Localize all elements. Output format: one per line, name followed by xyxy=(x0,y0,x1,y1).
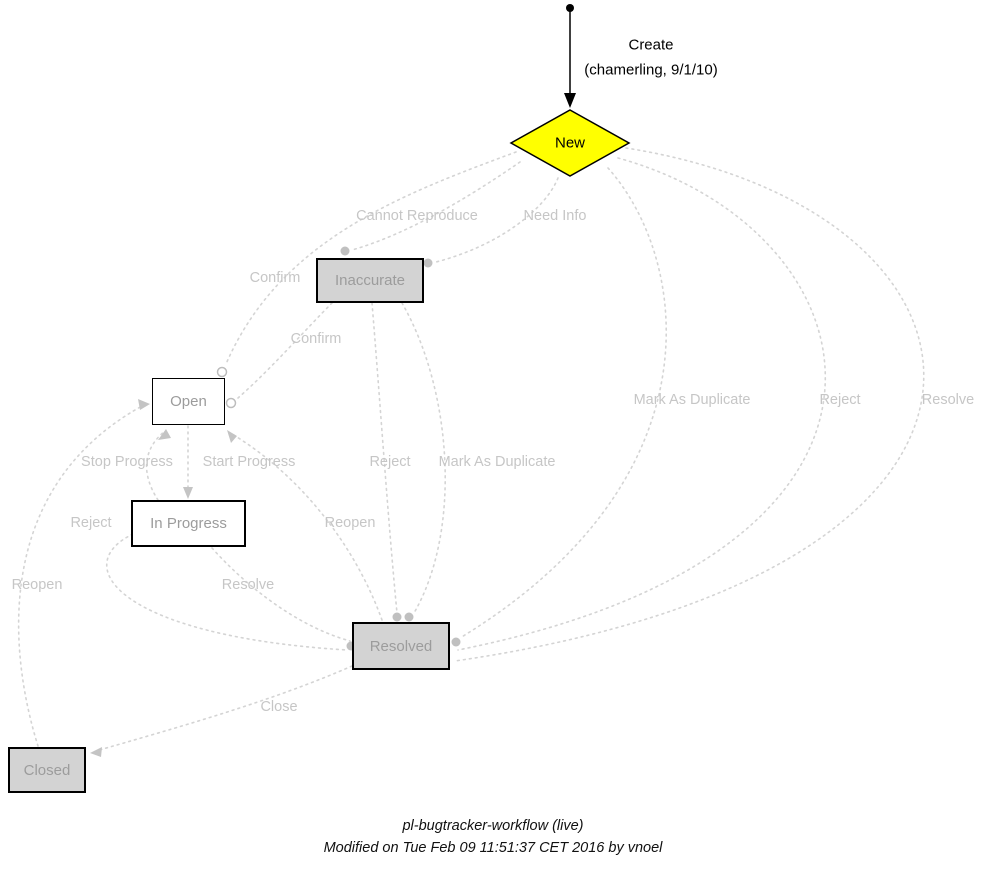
edge-label-reject-inaccurate: Reject xyxy=(369,454,411,470)
edge-label-cannot-reproduce: Cannot Reproduce xyxy=(356,208,478,224)
edge-label-confirm-new: Confirm xyxy=(249,270,301,286)
edge-label-create-author: (chamerling, 9/1/10) xyxy=(584,61,718,79)
edge-label-need-info: Need Info xyxy=(523,208,587,224)
diagram-modified-info: Modified on Tue Feb 09 11:51:37 CET 2016… xyxy=(323,840,663,856)
edge-label-start-progress: Start Progress xyxy=(202,454,296,470)
node-in-progress: In Progress xyxy=(131,500,246,547)
edge-label-create: Create xyxy=(628,36,674,54)
connector-dot xyxy=(423,258,433,268)
connector-open-circle xyxy=(216,366,228,378)
arrowhead-start-new xyxy=(564,93,576,108)
arrowhead-start-progress xyxy=(183,487,193,499)
node-in-progress-label: In Progress xyxy=(150,515,227,532)
connector-dot xyxy=(392,612,402,622)
edge-label-reject-new: Reject xyxy=(819,392,861,408)
diagram-title: pl-bugtracker-workflow (live) xyxy=(402,818,584,834)
edge-inaccurate-open-confirm xyxy=(237,302,333,399)
edge-label-resolve-inprogress: Resolve xyxy=(221,577,275,593)
connector-dot xyxy=(451,637,461,647)
arrowhead-close xyxy=(90,747,102,757)
edge-inprogress-resolved-resolve xyxy=(211,547,351,642)
arrowhead-reopen-closed xyxy=(138,399,150,410)
edge-label-reopen-closed: Reopen xyxy=(11,577,63,593)
node-open: Open xyxy=(152,378,225,425)
node-resolved-label: Resolved xyxy=(369,637,433,655)
node-closed: Closed xyxy=(8,747,86,793)
edge-label-reject-inprogress: Reject xyxy=(70,515,112,531)
edge-new-inaccurate-cannot-reproduce xyxy=(351,161,521,251)
start-state-dot xyxy=(566,4,574,12)
node-inaccurate-label: Inaccurate xyxy=(334,272,406,289)
arrowhead-reopen-resolved xyxy=(227,430,237,443)
connector-open-circle xyxy=(225,397,237,409)
node-new-label: New xyxy=(554,134,586,152)
connector-dot xyxy=(340,246,350,256)
edge-resolved-closed-close xyxy=(95,665,353,752)
edge-label-resolve-new: Resolve xyxy=(921,392,975,408)
node-inaccurate: Inaccurate xyxy=(316,258,424,303)
edge-label-reopen-resolved: Reopen xyxy=(324,515,376,531)
edge-label-confirm-inaccurate: Confirm xyxy=(290,331,342,347)
node-open-label: Open xyxy=(170,393,207,410)
edge-label-close: Close xyxy=(260,699,298,715)
edge-label-mark-as-duplicate-inaccurate: Mark As Duplicate xyxy=(438,454,556,470)
arrowhead-stop-progress xyxy=(158,429,171,440)
node-closed-label: Closed xyxy=(23,761,71,779)
edge-label-mark-as-duplicate-new: Mark As Duplicate xyxy=(633,392,751,408)
edge-label-stop-progress: Stop Progress xyxy=(81,454,173,470)
connector-dot xyxy=(404,612,414,622)
node-resolved: Resolved xyxy=(352,622,450,670)
